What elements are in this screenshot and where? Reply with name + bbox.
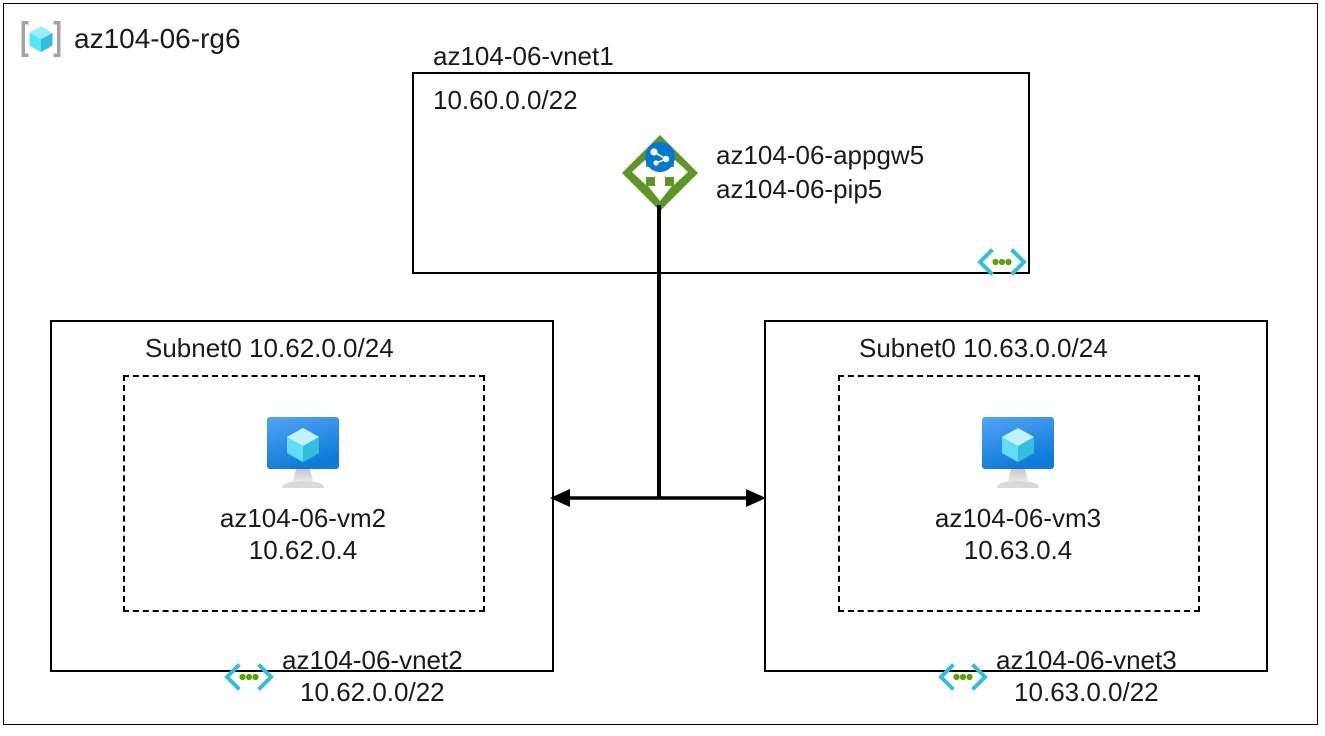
vnet3-subnet-label: Subnet0 10.63.0.0/24 bbox=[859, 333, 1108, 363]
vnet3-subnet-dashed-border bbox=[838, 375, 1200, 612]
vnet2-peering-badge: az104-06-vnet2 10.62.0.0/22 bbox=[224, 645, 463, 708]
vnet-peering-arrow bbox=[550, 489, 766, 507]
vnet2-peering-icon bbox=[224, 662, 274, 691]
vnet1-title: az104-06-vnet1 bbox=[433, 41, 614, 71]
vnet2-box bbox=[50, 320, 554, 672]
resource-group-header: az104-06-rg6 bbox=[18, 18, 241, 60]
vnet1-box bbox=[412, 72, 1030, 274]
vnet2-cidr: 10.62.0.0/22 bbox=[300, 676, 445, 707]
gateway-vertical-connector bbox=[657, 205, 661, 498]
public-ip-name: az104-06-pip5 bbox=[716, 174, 883, 204]
vnet3-box bbox=[764, 320, 1268, 672]
virtual-machine-icon bbox=[982, 417, 1054, 488]
vnet2-name: az104-06-vnet2 bbox=[282, 645, 463, 675]
vnet1-cidr: 10.60.0.0/22 bbox=[433, 85, 578, 115]
vm2-name: az104-06-vm2 bbox=[219, 503, 387, 533]
vm3-node: az104-06-vm3 10.63.0.4 bbox=[868, 415, 1168, 566]
resource-group-frame bbox=[3, 3, 1318, 725]
vnet3-peering-icon bbox=[938, 662, 988, 691]
application-gateway-icon bbox=[622, 135, 698, 211]
vnet3-name: az104-06-vnet3 bbox=[996, 645, 1177, 675]
application-gateway-group: az104-06-appgw5 az104-06-pip5 bbox=[618, 131, 924, 215]
resource-group-cube-icon bbox=[21, 21, 61, 57]
vm2-node: az104-06-vm2 10.62.0.4 bbox=[153, 415, 453, 566]
vnet3-peering-badge: az104-06-vnet3 10.63.0.0/22 bbox=[938, 645, 1177, 708]
resource-group-name: az104-06-rg6 bbox=[74, 23, 241, 54]
vm2-ip: 10.62.0.4 bbox=[248, 534, 358, 565]
vnet1-peering-icon bbox=[977, 248, 1027, 276]
vm3-ip: 10.63.0.4 bbox=[963, 534, 1073, 565]
vm3-name: az104-06-vm3 bbox=[934, 503, 1102, 533]
virtual-machine-icon bbox=[267, 417, 339, 488]
vnet2-subnet-label: Subnet0 10.62.0.0/24 bbox=[145, 333, 394, 363]
vnet2-subnet-dashed-border bbox=[123, 375, 485, 612]
vnet3-cidr: 10.63.0.0/22 bbox=[1014, 676, 1159, 707]
application-gateway-name: az104-06-appgw5 bbox=[716, 140, 925, 171]
